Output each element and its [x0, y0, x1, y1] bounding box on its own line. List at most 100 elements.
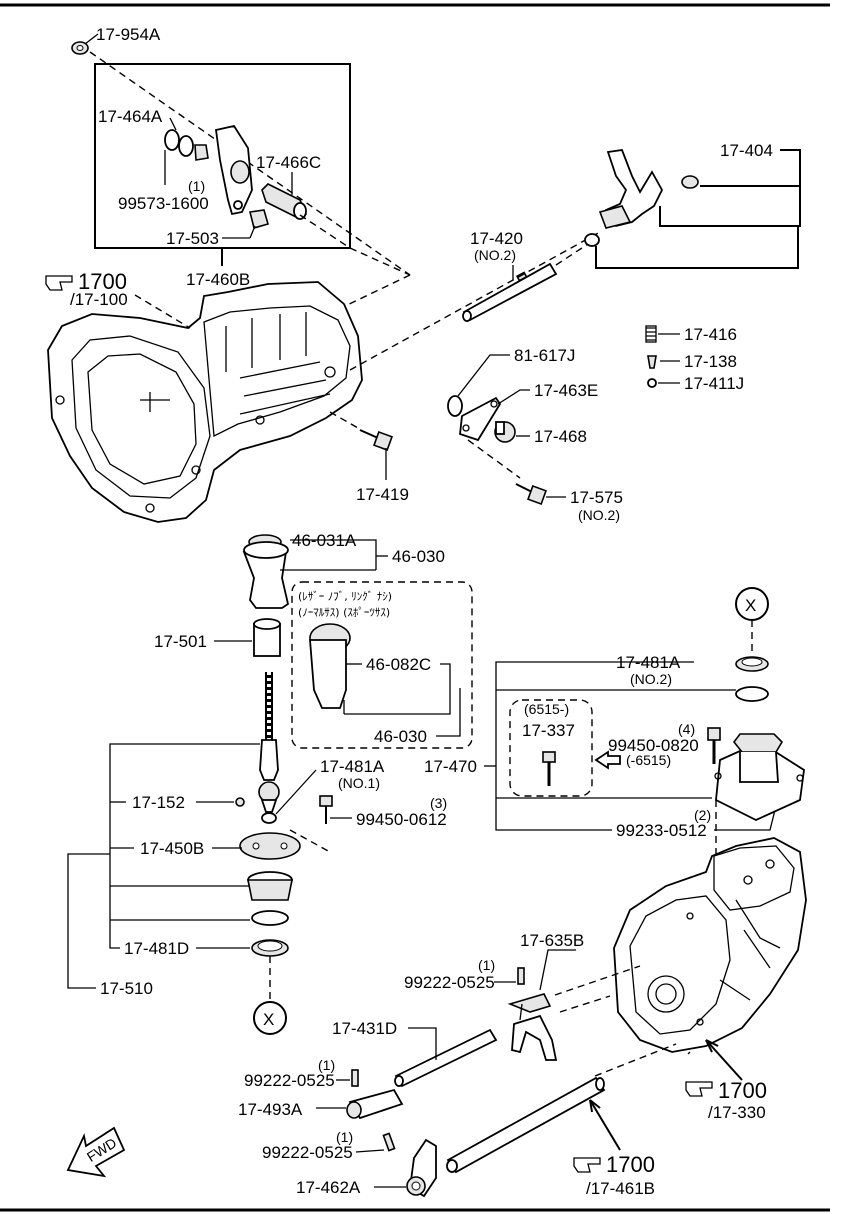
hand-ref-icon-mid [685, 1081, 713, 1097]
label-17-420: 17-420 [470, 229, 523, 248]
bushing-17-481A-no1 [261, 812, 277, 824]
nut-17-503 [249, 209, 269, 229]
bolt-box-6515 [509, 699, 593, 797]
pin-17-466C [261, 183, 308, 220]
knob-46-030 [242, 534, 290, 609]
transmission-case-bottom [613, 837, 807, 1053]
fwd-arrow-icon [66, 1126, 126, 1178]
o-ring-upper [735, 686, 769, 702]
label-17-463E: 17-463E [534, 381, 598, 400]
label-17-481D: 17-481D [124, 939, 189, 958]
pin-99222-0525-c [382, 1132, 396, 1152]
shift-tower [714, 733, 805, 821]
pin-17-152 [235, 797, 245, 807]
label-17-100: /17-100 [70, 290, 128, 309]
bushing-17-464A [164, 129, 209, 161]
retainer-17-450B [239, 832, 301, 860]
label-ref-1700-a: 1700 [78, 269, 127, 294]
bolt-17-419 [359, 429, 393, 451]
label-jp-line2: (ﾉｰﾏﾙｻｽ) (ｽﾎﾟｰﾂｻｽ) [298, 606, 390, 619]
bolt-17-337 [542, 751, 556, 786]
seal-17-481A-no2 [735, 656, 769, 672]
label-no2-c: (NO.2) [630, 671, 672, 687]
bolt-17-575 [515, 483, 547, 505]
block-17-462A [406, 1138, 437, 1198]
label-x-a: X [745, 596, 756, 615]
label-46-030-a: 46-030 [392, 547, 445, 566]
label-no2-a: (NO.2) [474, 247, 516, 263]
label-99222-0525-a: 99222-0525 [404, 973, 495, 992]
label-qty-1-b: (1) [478, 957, 495, 973]
label-17-460B: 17-460B [186, 270, 250, 289]
shift-rod-17-420 [462, 262, 558, 322]
ref-circle-x-bottom [253, 1001, 287, 1035]
label-17-404: 17-404 [720, 141, 773, 160]
label-17-461B: /17-461B [586, 1179, 655, 1198]
lever-plate [214, 124, 253, 216]
plug-17-138 [647, 355, 657, 369]
bolt-17-468 [494, 421, 516, 443]
label-6515a: (6515-) [524, 701, 569, 717]
washer-17-954A [71, 41, 89, 55]
label-17-138: 17-138 [684, 352, 737, 371]
label-17-416: 17-416 [684, 325, 737, 344]
label-17-411J: 17-411J [684, 374, 744, 393]
label-17-468: 17-468 [534, 427, 587, 446]
label-17-501: 17-501 [154, 632, 207, 651]
hand-ref-icon-top [45, 275, 73, 291]
spring-17-416 [645, 325, 657, 343]
label-17-954A: 17-954A [96, 25, 161, 44]
label-17-431D: 17-431D [332, 1019, 397, 1038]
label-qty-1-a: (1) [188, 178, 205, 194]
label-99222-0525-c: 99222-0525 [262, 1143, 353, 1162]
label-46-030-b: 46-030 [374, 727, 427, 746]
label-99573-1600: 99573-1600 [118, 194, 209, 213]
hand-ref-icon-bottom [573, 1157, 601, 1173]
ball-17-411J [647, 378, 657, 388]
knob-46-082C [309, 623, 351, 709]
bushing-17-481D [251, 939, 289, 957]
boot-17-501 [253, 618, 281, 657]
label-81-617J: 81-617J [514, 346, 575, 365]
label-17-481A-no1: 17-481A [320, 757, 385, 776]
label-qty-1-d: (1) [336, 1129, 353, 1145]
label-17-503: 17-503 [166, 229, 219, 248]
label-qty-2: (2) [694, 807, 711, 823]
label-17-464A: 17-464A [98, 107, 163, 126]
pin-99222-0525-a [517, 967, 525, 985]
label-17-575: 17-575 [570, 488, 623, 507]
label-no2-b: (NO.2) [578, 507, 620, 523]
label-17-337: 17-337 [522, 721, 575, 740]
label-ref-1700-c: 1700 [606, 1152, 655, 1177]
label-qty-3: (3) [430, 795, 447, 811]
label-99450-0820: 99450-0820 [608, 736, 699, 755]
shift-rod-17-431D [394, 1028, 498, 1088]
bolt-99450-0820 [707, 727, 721, 764]
label-17-152: 17-152 [132, 793, 185, 812]
label-17-510: 17-510 [100, 979, 153, 998]
label-17-330: /17-330 [708, 1103, 766, 1122]
label-17-450B: 17-450B [140, 839, 204, 858]
label-17-462A: 17-462A [296, 1178, 361, 1197]
shift-fork-17-404 [584, 149, 699, 247]
label-jp-line1: (ﾚｻﾞｰ ﾉﾌﾞ, ﾘﾝｸﾞ ﾅｼ) [298, 590, 392, 603]
shift-lever-17-510 [258, 672, 280, 813]
label-6515b: (-6515) [626, 752, 671, 768]
label-17-470: 17-470 [424, 757, 477, 776]
arrow-icon [594, 750, 621, 770]
label-ref-1700-b: 1700 [718, 1078, 767, 1103]
label-99222-0525-b: 99222-0525 [244, 1071, 335, 1090]
plate-17-463E [459, 396, 502, 442]
label-99450-0612: 99450-0612 [356, 810, 447, 829]
label-no1: (NO.1) [338, 775, 380, 791]
shift-head-17-493A [346, 1088, 404, 1120]
label-46-082C: 46-082C [366, 655, 431, 674]
pin-99222-0525-b [351, 1069, 359, 1087]
bolt-99450-0612 [319, 795, 333, 824]
seal-ring [251, 910, 289, 926]
label-17-635B: 17-635B [520, 931, 584, 950]
o-ring-81-617J [447, 395, 463, 417]
label-qty-1-c: (1) [318, 1057, 335, 1073]
